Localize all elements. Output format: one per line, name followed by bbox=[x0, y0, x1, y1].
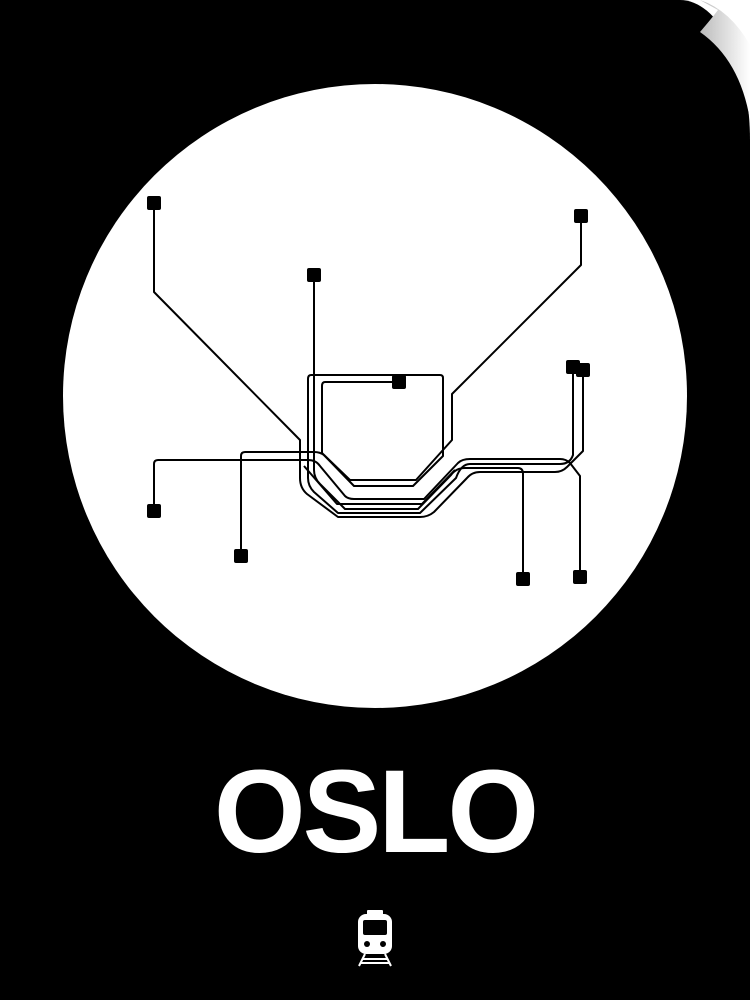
city-title: OSLO bbox=[213, 746, 539, 878]
page-curl bbox=[700, 0, 750, 120]
station-marker bbox=[573, 570, 587, 584]
station-marker bbox=[147, 196, 161, 210]
station-marker bbox=[574, 209, 588, 223]
station-marker bbox=[307, 268, 321, 282]
metro-line bbox=[240, 216, 582, 556]
metro-line bbox=[303, 465, 456, 505]
station-marker bbox=[576, 363, 590, 377]
station-marker bbox=[516, 572, 530, 586]
station-marker bbox=[392, 375, 406, 389]
metro-line bbox=[153, 458, 581, 577]
map-circle bbox=[63, 84, 687, 708]
station-marker bbox=[234, 549, 248, 563]
station-marker bbox=[147, 504, 161, 518]
train-icon bbox=[358, 910, 392, 967]
metro-line bbox=[153, 203, 584, 518]
